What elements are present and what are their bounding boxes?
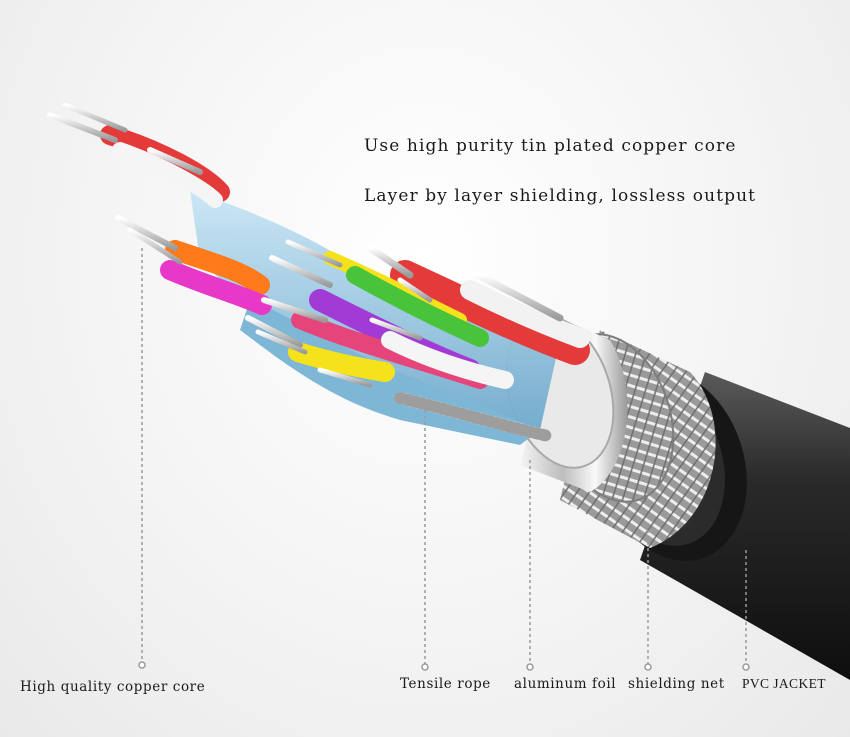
label-aluminum-foil: aluminum foil [514,676,617,692]
wire-orange [165,240,270,295]
label-copper-core: High quality copper core [20,679,206,695]
callout-dot-net [644,663,652,671]
callout-dot-foil [526,663,534,671]
wire-white [381,331,514,389]
callout-lines [141,248,747,664]
label-pvc-jacket: PVC JACKET [742,676,826,691]
tensile-rope [394,392,554,442]
wire-magenta [160,260,272,315]
callout-dot-copper [138,661,146,669]
wire-red-large [390,260,590,365]
label-tensile-rope: Tensile rope [400,676,491,692]
wire-yellow-bottom [288,342,395,382]
callout-dot-jacket [742,663,750,671]
callout-dots [138,661,750,671]
label-shielding-net: shielding net [628,676,725,692]
callout-dot-tensile [421,663,429,671]
wire-red-top [100,125,230,208]
copper-core-strands [47,102,564,388]
headline-copper-core: Use high purity tin plated copper core [364,136,737,156]
wire-green [346,266,489,347]
headline-shielding: Layer by layer shielding, lossless outpu… [364,186,757,206]
